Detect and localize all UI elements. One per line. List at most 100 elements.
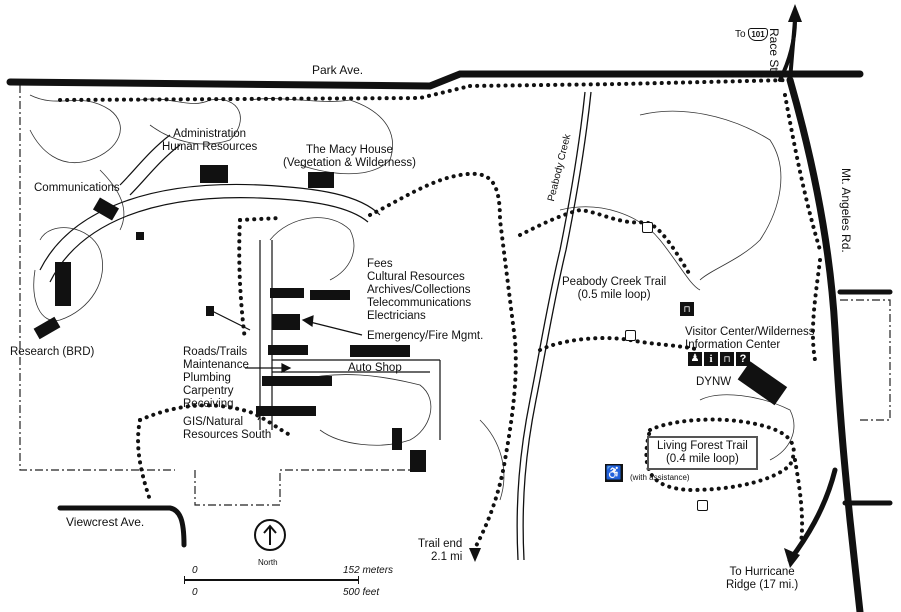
scale-zero-bottom: 0 bbox=[192, 587, 198, 598]
internal-roads bbox=[39, 134, 441, 440]
trash-can-icon-2 bbox=[625, 330, 636, 341]
gis-line-2: Resources South bbox=[183, 429, 272, 441]
fees-building-1 bbox=[270, 288, 304, 298]
hurricane-ridge-arrow bbox=[784, 548, 800, 568]
emergency-label: Emergency/Fire Mgmt. bbox=[367, 330, 484, 342]
fees-line-2: Cultural Resources bbox=[367, 271, 465, 283]
route-101-shield: 101 bbox=[748, 28, 768, 41]
park-ave-road bbox=[6, 70, 864, 90]
scale-bar bbox=[184, 576, 359, 584]
property-boundary bbox=[19, 85, 891, 506]
park-ave-label: Park Ave. bbox=[312, 63, 364, 77]
macy-house-label: The Macy House (Vegetation & Wilderness) bbox=[283, 144, 416, 170]
restroom-icon: ♟ bbox=[688, 352, 702, 366]
macy-house-building bbox=[308, 172, 334, 188]
visitor-amenity-icons: ♟ i ⊓ ? bbox=[688, 352, 750, 366]
peabody-trail-line-2: (0.5 mile loop) bbox=[577, 289, 651, 301]
administration-label: Administration Human Resources bbox=[162, 128, 257, 154]
research-building-1 bbox=[55, 262, 71, 306]
trail-end-label: Trail end 2.1 mi bbox=[418, 538, 462, 564]
maintenance-line-5: Receiving bbox=[183, 398, 234, 410]
dynw-label: DYNW bbox=[696, 376, 732, 388]
administration-line-1: Administration bbox=[173, 128, 247, 140]
scale-bar-tick-right bbox=[358, 576, 359, 584]
mt-angeles-label: Mt. Angeles Rd. bbox=[839, 168, 853, 253]
leader-lines bbox=[245, 315, 363, 421]
macy-house-line-2: (Vegetation & Wilderness) bbox=[283, 157, 416, 169]
maintenance-line-4: Carpentry bbox=[183, 385, 234, 397]
administration-line-2: Human Resources bbox=[162, 141, 258, 153]
north-arrow-icon bbox=[254, 519, 286, 551]
trail-end-arrow bbox=[469, 548, 481, 562]
research-building-2 bbox=[33, 316, 61, 340]
living-forest-line-1: Living Forest Trail bbox=[657, 440, 748, 452]
scale-meters: 152 meters bbox=[343, 565, 394, 576]
scale-bar-line bbox=[184, 579, 359, 581]
peabody-creek bbox=[516, 91, 592, 561]
to-101-label: To 101 bbox=[735, 28, 768, 41]
storage-building-1 bbox=[392, 428, 402, 450]
maintenance-group-label: Roads/Trails Maintenance Plumbing Carpen… bbox=[183, 346, 249, 411]
scale-bar-tick-left bbox=[184, 576, 185, 584]
emergency-building bbox=[272, 314, 300, 330]
to-101-prefix: To bbox=[735, 29, 746, 40]
peabody-trail-line-1: Peabody Creek Trail bbox=[562, 276, 667, 288]
visitor-center-line-1: Visitor Center/Wilderness bbox=[685, 326, 815, 338]
admin-building bbox=[200, 165, 228, 183]
maintenance-line-1: Roads/Trails bbox=[183, 346, 248, 358]
research-label: Research (BRD) bbox=[10, 346, 95, 358]
fees-group-label: Fees Cultural Resources Archives/Collect… bbox=[367, 258, 471, 323]
trail-end-line-2: 2.1 mi bbox=[431, 551, 463, 563]
auto-shop-building bbox=[350, 345, 410, 357]
trash-can-icon bbox=[642, 222, 653, 233]
peabody-trail-label: Peabody Creek Trail (0.5 mile loop) bbox=[562, 276, 666, 302]
question-icon: ? bbox=[736, 352, 750, 366]
picnic-table-icon: ⊓ bbox=[720, 352, 734, 366]
information-icon: i bbox=[704, 352, 718, 366]
mt-angeles-road bbox=[786, 76, 864, 612]
viewcrest-road bbox=[57, 505, 187, 548]
gis-line-1: GIS/Natural bbox=[183, 416, 244, 428]
living-forest-line-2: (0.4 mile loop) bbox=[665, 453, 739, 465]
fees-line-3: Archives/Collections bbox=[367, 284, 471, 296]
vegetation-outlines bbox=[29, 94, 795, 501]
visitor-center-label: Visitor Center/Wilderness Information Ce… bbox=[685, 326, 815, 352]
hurricane-ridge-line-2: Ridge (17 mi.) bbox=[726, 579, 799, 591]
north-label: North bbox=[258, 558, 278, 567]
maintenance-building-2 bbox=[262, 376, 332, 386]
visitor-center-line-2: Information Center bbox=[685, 339, 781, 351]
trash-can-icon-3 bbox=[697, 500, 708, 511]
storage-building-2 bbox=[410, 450, 426, 472]
maintenance-line-2: Maintenance bbox=[183, 359, 249, 371]
auto-shop-label: Auto Shop bbox=[348, 362, 402, 374]
hurricane-ridge-line-1: To Hurricane bbox=[729, 566, 795, 578]
picnic-table-icon-trail: ⊓ bbox=[680, 302, 694, 316]
fees-line-5: Electricians bbox=[367, 310, 426, 322]
scale-feet: 500 feet bbox=[343, 587, 380, 598]
maintenance-building-1 bbox=[268, 345, 308, 355]
macy-house-line-1: The Macy House bbox=[306, 144, 393, 156]
buildings bbox=[33, 165, 788, 472]
fees-building-2 bbox=[310, 290, 350, 300]
race-st-arrow bbox=[788, 4, 802, 22]
race-st-label: Race St. bbox=[767, 28, 781, 75]
hurricane-ridge-road bbox=[787, 467, 838, 563]
small-shed-2 bbox=[206, 306, 214, 316]
hurricane-ridge-label: To Hurricane Ridge (17 mi.) bbox=[726, 566, 798, 592]
visitor-center-building bbox=[737, 361, 788, 406]
trail-end-line-1: Trail end bbox=[418, 538, 463, 550]
with-assistance-label: (with assistance) bbox=[630, 473, 690, 482]
scale-zero-top: 0 bbox=[192, 565, 198, 576]
communications-label: Communications bbox=[34, 182, 120, 194]
wheelchair-accessible-icon: ♿ bbox=[605, 464, 623, 482]
gis-label: GIS/Natural Resources South bbox=[183, 416, 271, 442]
fees-line-4: Telecommunications bbox=[367, 297, 472, 309]
fees-line-1: Fees bbox=[367, 258, 393, 270]
gis-building bbox=[256, 406, 316, 416]
maintenance-line-3: Plumbing bbox=[183, 372, 231, 384]
viewcrest-label: Viewcrest Ave. bbox=[66, 515, 145, 529]
small-shed bbox=[136, 232, 144, 240]
communications-building bbox=[92, 197, 120, 221]
living-forest-label: Living Forest Trail (0.4 mile loop) bbox=[647, 436, 758, 470]
